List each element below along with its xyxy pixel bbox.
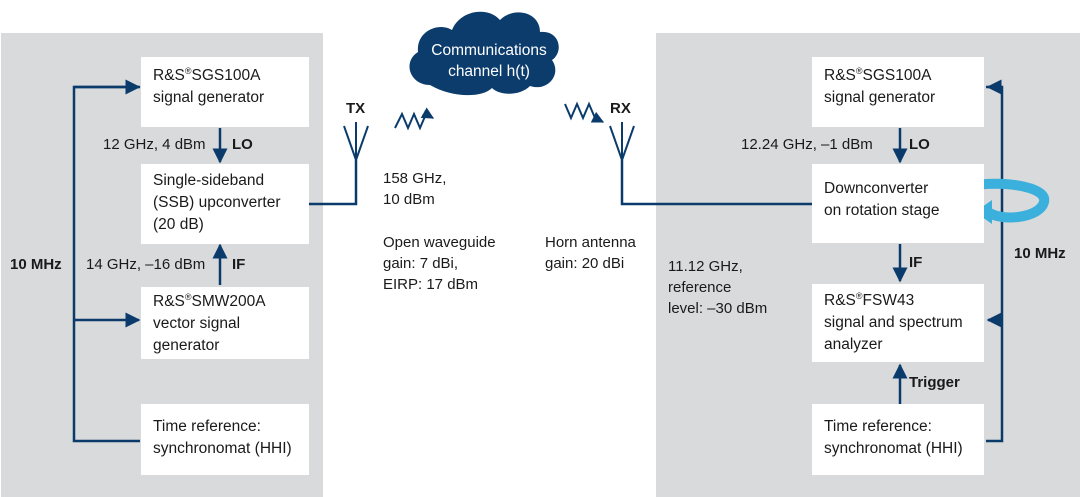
cloud-label: Communications channel h(t) bbox=[416, 40, 562, 82]
right-if-tag: IF bbox=[909, 254, 923, 271]
left-clock-label: 10 MHz bbox=[10, 256, 62, 273]
tx-antenna-desc: Open waveguide gain: 7 dBi, EIRP: 17 dBm bbox=[383, 234, 496, 293]
right-trigger-tag: Trigger bbox=[909, 374, 960, 391]
left-smw-desc: vector signal generator bbox=[153, 315, 241, 354]
left-smw-box: R&S®SMW200A vector signal generator bbox=[141, 287, 309, 359]
rx-wave-icon bbox=[564, 101, 596, 121]
tx-feed-line bbox=[308, 160, 358, 206]
tx-freq-power: 158 GHz, 10 dBm bbox=[383, 170, 447, 208]
left-sgs-box: R&S®SGS100A signal generator bbox=[141, 57, 309, 127]
left-sgs-name: R&S®SGS100A bbox=[153, 65, 261, 84]
upconverter-box: Single-sideband (SSB) upconverter (20 dB… bbox=[141, 164, 309, 244]
rx-antenna-desc: Horn antenna gain: 20 dBi bbox=[545, 234, 636, 272]
right-fsw-desc: signal and spectrum analyzer bbox=[824, 314, 963, 353]
tx-antenna-icon bbox=[343, 122, 369, 161]
tx-wave-icon bbox=[394, 111, 427, 131]
rotation-icon bbox=[969, 178, 1050, 223]
left-time-ref-box: Time reference: synchronomat (HHI) bbox=[141, 404, 309, 475]
left-smw-name: R&S®SMW200A bbox=[153, 291, 266, 310]
cloud-label-line1: Communications bbox=[431, 42, 547, 59]
left-lo-spec: 12 GHz, 4 dBm bbox=[103, 136, 206, 153]
rx-antenna-icon bbox=[609, 122, 635, 161]
right-sgs-name: R&S®SGS100A bbox=[824, 65, 932, 84]
cloud-icon bbox=[409, 11, 559, 96]
right-lo-spec: 12.24 GHz, –1 dBm bbox=[741, 136, 873, 153]
right-clock-bus bbox=[986, 85, 1004, 443]
right-time-ref-box: Time reference: synchronomat (HHI) bbox=[812, 404, 984, 475]
left-sgs-desc: signal generator bbox=[153, 89, 265, 106]
rx-if-desc: 11.12 GHz, reference level: –30 dBm bbox=[668, 258, 768, 317]
tx-label: TX bbox=[346, 100, 366, 117]
left-if-tag: IF bbox=[232, 256, 246, 273]
right-fsw-box: R&S®FSW43 signal and spectrum analyzer bbox=[812, 284, 984, 362]
cloud-label-line2: channel h(t) bbox=[448, 63, 530, 80]
right-sgs-desc: signal generator bbox=[824, 89, 936, 106]
rx-feed-line bbox=[620, 160, 812, 206]
downconverter-box: Downconverter on rotation stage bbox=[812, 164, 984, 243]
rx-label: RX bbox=[610, 100, 631, 117]
right-lo-tag: LO bbox=[909, 136, 930, 153]
right-sgs-box: R&S®SGS100A signal generator bbox=[812, 57, 984, 127]
left-if-spec: 14 GHz, –16 dBm bbox=[86, 256, 206, 273]
right-fsw-name: R&S®FSW43 bbox=[824, 290, 915, 309]
left-lo-tag: LO bbox=[232, 136, 253, 153]
right-clock-label: 10 MHz bbox=[1014, 245, 1066, 262]
